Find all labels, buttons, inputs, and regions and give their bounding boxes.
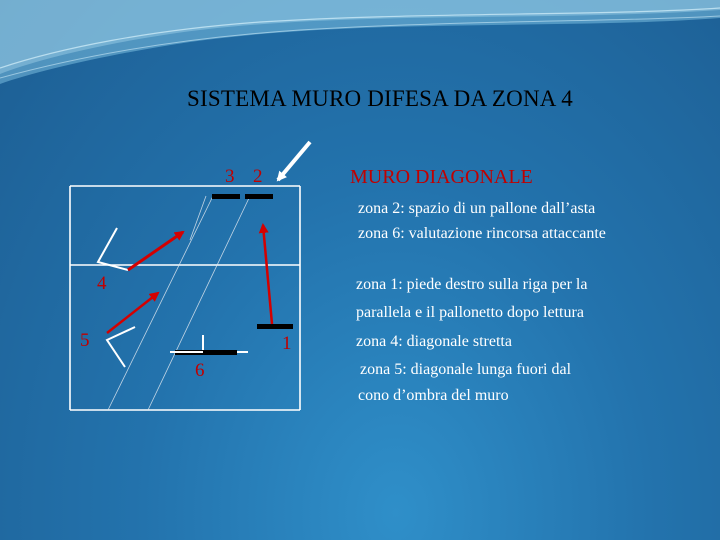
decorative-wave-header (0, 0, 720, 84)
note-zone-1-line-1: zona 1: piede destro sulla riga per la (356, 276, 588, 293)
zone-6-defender (170, 335, 248, 355)
zone-3-label: 3 (225, 166, 235, 187)
zone-5-defender (105, 291, 160, 368)
zone-1-label: 1 (282, 333, 292, 354)
diagram-subtitle: MURO DIAGONALE (350, 166, 533, 188)
zone-1-defender (257, 223, 293, 329)
note-zone-5-line-1: zona 5: diagonale lunga fuori dal (360, 361, 572, 378)
zone-2-label: 2 (253, 166, 263, 187)
note-zone-4: zona 4: diagonale stretta (356, 333, 512, 350)
block-players (212, 194, 273, 199)
note-zone-5-line-2: cono d’ombra del muro (358, 387, 509, 404)
note-zone-1-line-2: parallela e il pallonetto dopo lettura (356, 304, 584, 321)
zone-6-label: 6 (195, 360, 205, 381)
shadow-cone-lines (107, 195, 251, 411)
slide-title: SISTEMA MURO DIFESA DA ZONA 4 (187, 86, 573, 111)
note-zone-6: zona 6: valutazione rincorsa attaccante (358, 225, 606, 242)
zone-4-defender (96, 227, 185, 272)
note-zone-2: zona 2: spazio di un pallone dall’asta (358, 200, 596, 217)
court-outline (69, 185, 301, 411)
zone-4-label: 4 (97, 273, 107, 294)
zone-5-label: 5 (80, 330, 90, 351)
attack-arrow-icon (276, 140, 312, 182)
